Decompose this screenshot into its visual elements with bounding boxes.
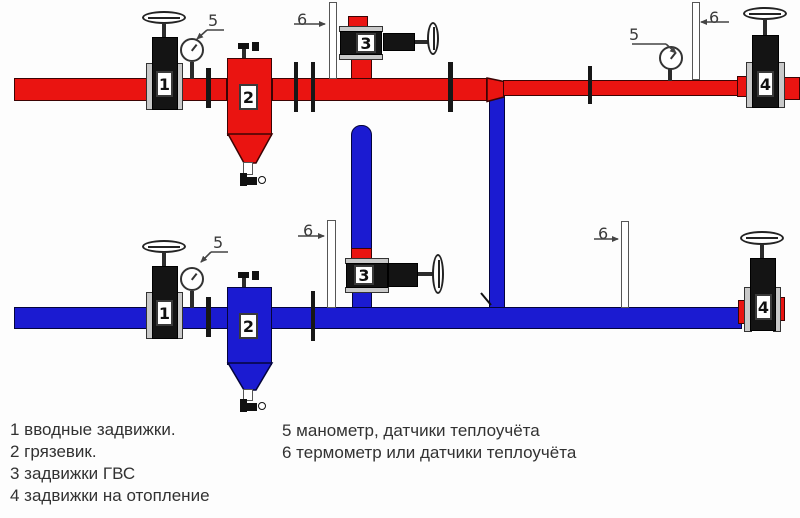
valve-stem	[760, 244, 764, 259]
valve-handwheel-icon	[740, 231, 784, 245]
trap-vent-stem	[242, 47, 246, 63]
thermometer-well-icon	[692, 2, 700, 80]
valve-stem	[418, 272, 433, 276]
callout-arrow	[196, 29, 224, 40]
gauge-callout-label: 5	[213, 233, 224, 252]
dhw-valve-riser-top	[351, 58, 372, 80]
valve-handwheel-icon	[432, 254, 444, 294]
valve-stem	[162, 23, 166, 38]
flange-tick	[588, 66, 592, 104]
legend-item: 1 вводные задвижки.	[10, 420, 176, 439]
inlet-valve-marker: 1	[156, 71, 173, 97]
supply-reducer	[486, 77, 505, 103]
flange-tick	[311, 291, 315, 341]
dirt-trap-marker: 2	[239, 313, 258, 339]
flange-tick	[294, 62, 298, 112]
valve-stem	[763, 19, 767, 35]
supply-pipe-narrow	[503, 80, 739, 96]
trap-vent-cap	[238, 272, 249, 278]
thermometer-callout-label: 6	[598, 224, 609, 243]
legend-item: 4 задвижки на отопление	[10, 486, 210, 505]
gauge-stem	[668, 69, 672, 81]
callout-arrow	[298, 233, 325, 239]
gauge-callout-label: 5	[208, 11, 219, 30]
thermometer-well-icon	[327, 220, 336, 308]
legend-item: 5 манометр, датчики теплоучёта	[282, 421, 540, 440]
trap-drain-handle	[258, 176, 266, 184]
thermometer-callout-label: 6	[303, 221, 314, 240]
weld-tick	[480, 292, 492, 306]
flange-tick	[206, 297, 211, 337]
dirt-trap-marker: 2	[239, 84, 258, 110]
legend-item: 6 термометр или датчики теплоучёта	[282, 443, 577, 462]
flange-tick	[206, 68, 211, 108]
supply-to-return-vertical-pipe	[489, 95, 505, 315]
dirt-trap-cone	[226, 362, 274, 391]
trap-vent-stem	[242, 276, 246, 292]
dhw-valve-bonnet	[383, 33, 415, 51]
trap-vent-knob	[252, 271, 259, 280]
trap-vent-knob	[252, 42, 259, 51]
inlet-valve-marker: 1	[156, 300, 173, 326]
gauge-stem	[190, 62, 194, 79]
callout-arrow	[700, 19, 729, 25]
dirt-trap-cone	[226, 133, 274, 164]
legend-item: 2 грязевик.	[10, 442, 97, 461]
valve-stem	[162, 252, 166, 267]
trap-drain-handle	[258, 402, 266, 410]
dhw-valve-bonnet	[388, 263, 418, 287]
heating-valve-marker: 4	[755, 294, 772, 320]
legend-item: 3 задвижки ГВС	[10, 464, 136, 483]
flange-tick	[448, 62, 453, 112]
callout-arrow	[200, 251, 228, 263]
gauge-callout-label: 5	[629, 25, 640, 44]
valve-handwheel-icon	[427, 22, 439, 55]
dhw-vertical-pipe	[351, 125, 372, 252]
callout-arrow	[594, 236, 619, 242]
thermometer-well-icon	[621, 221, 629, 308]
supply-pipe-right	[783, 77, 800, 100]
dhw-valve-marker: 3	[356, 33, 376, 53]
gauge-stem	[190, 291, 194, 308]
flange-tick	[311, 62, 315, 112]
valve-stem	[415, 40, 429, 44]
thermometer-callout-label: 6	[709, 8, 720, 27]
heating-valve-marker: 4	[757, 71, 774, 97]
pressure-gauge-icon	[180, 267, 204, 291]
callout-arrow	[294, 21, 326, 27]
pressure-gauge-icon	[180, 38, 204, 62]
trap-drain-valve	[240, 177, 257, 185]
supply-pipe-mid	[272, 78, 487, 101]
trap-drain-stem	[243, 162, 253, 175]
thermometer-well-icon	[329, 2, 337, 79]
trap-drain-valve	[240, 403, 257, 411]
trap-vent-cap	[238, 43, 249, 49]
supply-pipe-left	[14, 78, 227, 101]
thermometer-callout-label: 6	[297, 10, 308, 29]
callout-arrow	[632, 43, 677, 54]
trap-drain-stem	[243, 389, 253, 401]
return-pipe-main	[14, 307, 742, 329]
dhw-valve-marker: 3	[354, 265, 374, 285]
